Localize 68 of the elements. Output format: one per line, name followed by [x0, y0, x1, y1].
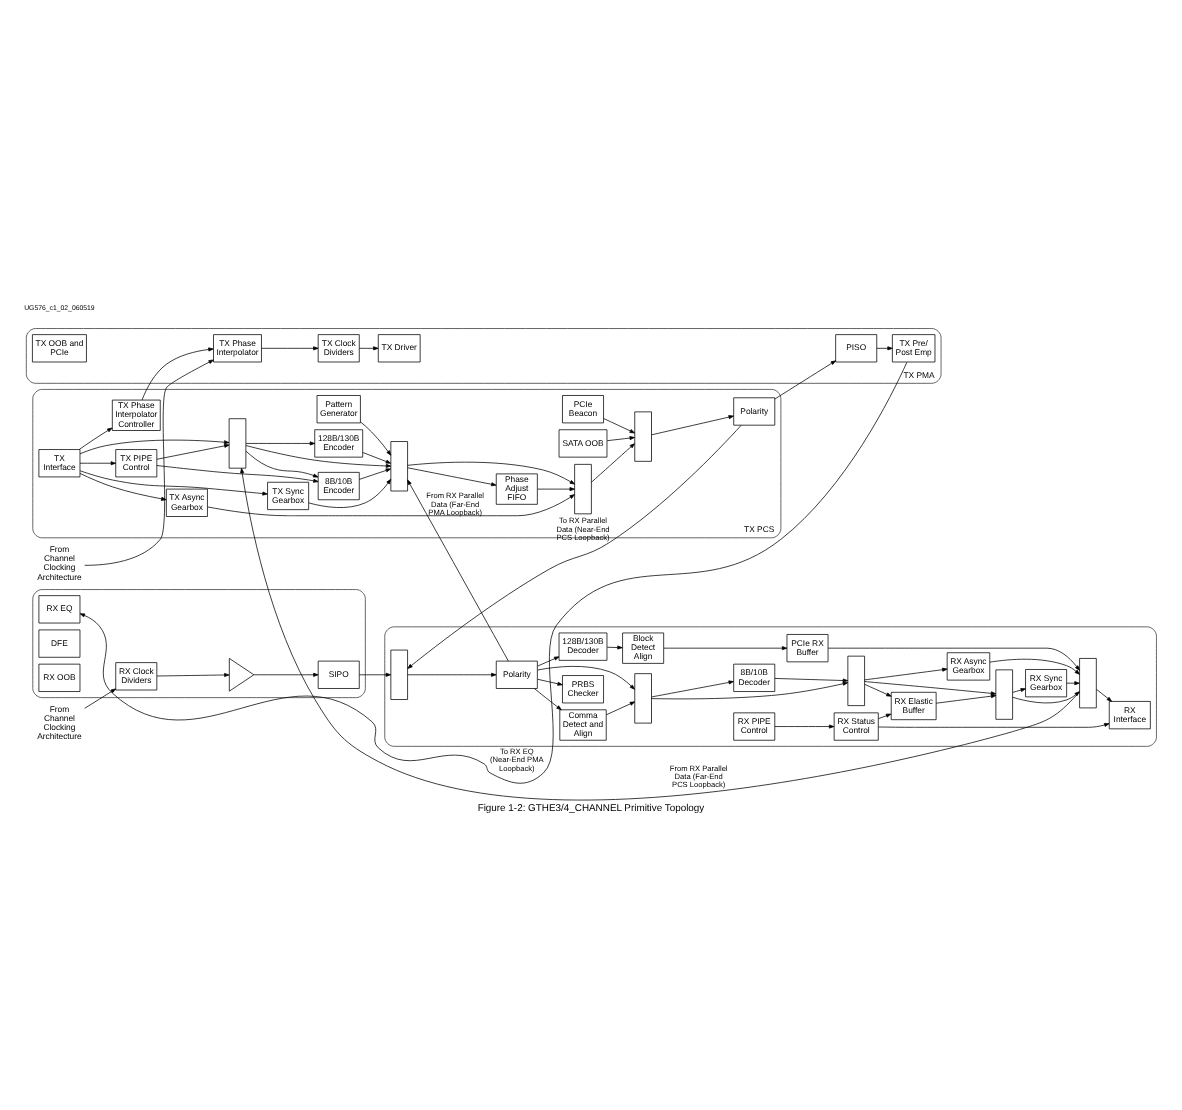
- arrow: [156, 672, 230, 676]
- arrow: [537, 486, 575, 491]
- arrow: [603, 417, 635, 433]
- arrow: [864, 680, 997, 695]
- arrow: [651, 414, 734, 435]
- node-trapezoid: [390, 648, 408, 699]
- arrow: [79, 360, 908, 783]
- arrow: [1012, 687, 1026, 692]
- arrow: [663, 645, 788, 650]
- node-trapezoid: [1079, 657, 1097, 708]
- arrow: [827, 646, 1080, 670]
- arrow: [84, 358, 214, 565]
- arrow: [407, 478, 509, 661]
- arrow: [878, 722, 1110, 727]
- arrow: [359, 671, 391, 676]
- arrow: [360, 420, 392, 455]
- arrow: [156, 442, 230, 459]
- arrow: [774, 723, 835, 728]
- arrow: [537, 677, 563, 685]
- arrow: [878, 712, 892, 719]
- node-trapezoid: [634, 410, 652, 461]
- arrow: [407, 423, 742, 668]
- arrow: [79, 460, 116, 465]
- arrow: [606, 435, 635, 441]
- arrow: [537, 655, 560, 666]
- arrow: [651, 680, 849, 699]
- arrow: [207, 493, 575, 516]
- arrow: [78, 426, 113, 449]
- node-trapezoid: [228, 417, 247, 468]
- arrow: [606, 644, 623, 649]
- arrow: [308, 477, 392, 507]
- arrow: [864, 683, 892, 696]
- arrow: [253, 671, 319, 676]
- arrow: [407, 671, 497, 676]
- node-trapezoid: [995, 668, 1013, 719]
- arrow: [156, 464, 319, 482]
- arrow: [774, 677, 849, 682]
- arrow: [362, 451, 392, 463]
- arrow: [407, 460, 575, 484]
- arrow: [651, 679, 734, 697]
- arrow: [359, 467, 391, 479]
- arrow: [534, 687, 562, 710]
- arrow: [261, 345, 319, 350]
- arrow: [79, 469, 268, 495]
- arrow: [605, 700, 636, 715]
- arrow: [245, 449, 319, 477]
- node-trapezoid: [390, 440, 408, 491]
- arrow: [245, 440, 316, 445]
- arrow: [245, 444, 392, 467]
- arrow: [141, 346, 214, 400]
- node-trapezoid: [574, 463, 592, 514]
- arrow: [79, 472, 167, 500]
- arrow: [989, 657, 1080, 674]
- node-trapezoid: [634, 672, 652, 723]
- arrow: [876, 345, 893, 350]
- arrow: [1066, 680, 1080, 685]
- arrow: [84, 687, 117, 708]
- arrow: [1096, 687, 1112, 701]
- arrow: [537, 665, 635, 689]
- node-triangle: [228, 657, 255, 691]
- arrow: [774, 359, 837, 399]
- arrow: [591, 442, 635, 482]
- node-trapezoid: [847, 654, 865, 705]
- arrow: [79, 438, 230, 454]
- arrow: [407, 466, 497, 486]
- arrow: [864, 666, 948, 680]
- arrow: [935, 693, 997, 703]
- arrow: [359, 345, 379, 350]
